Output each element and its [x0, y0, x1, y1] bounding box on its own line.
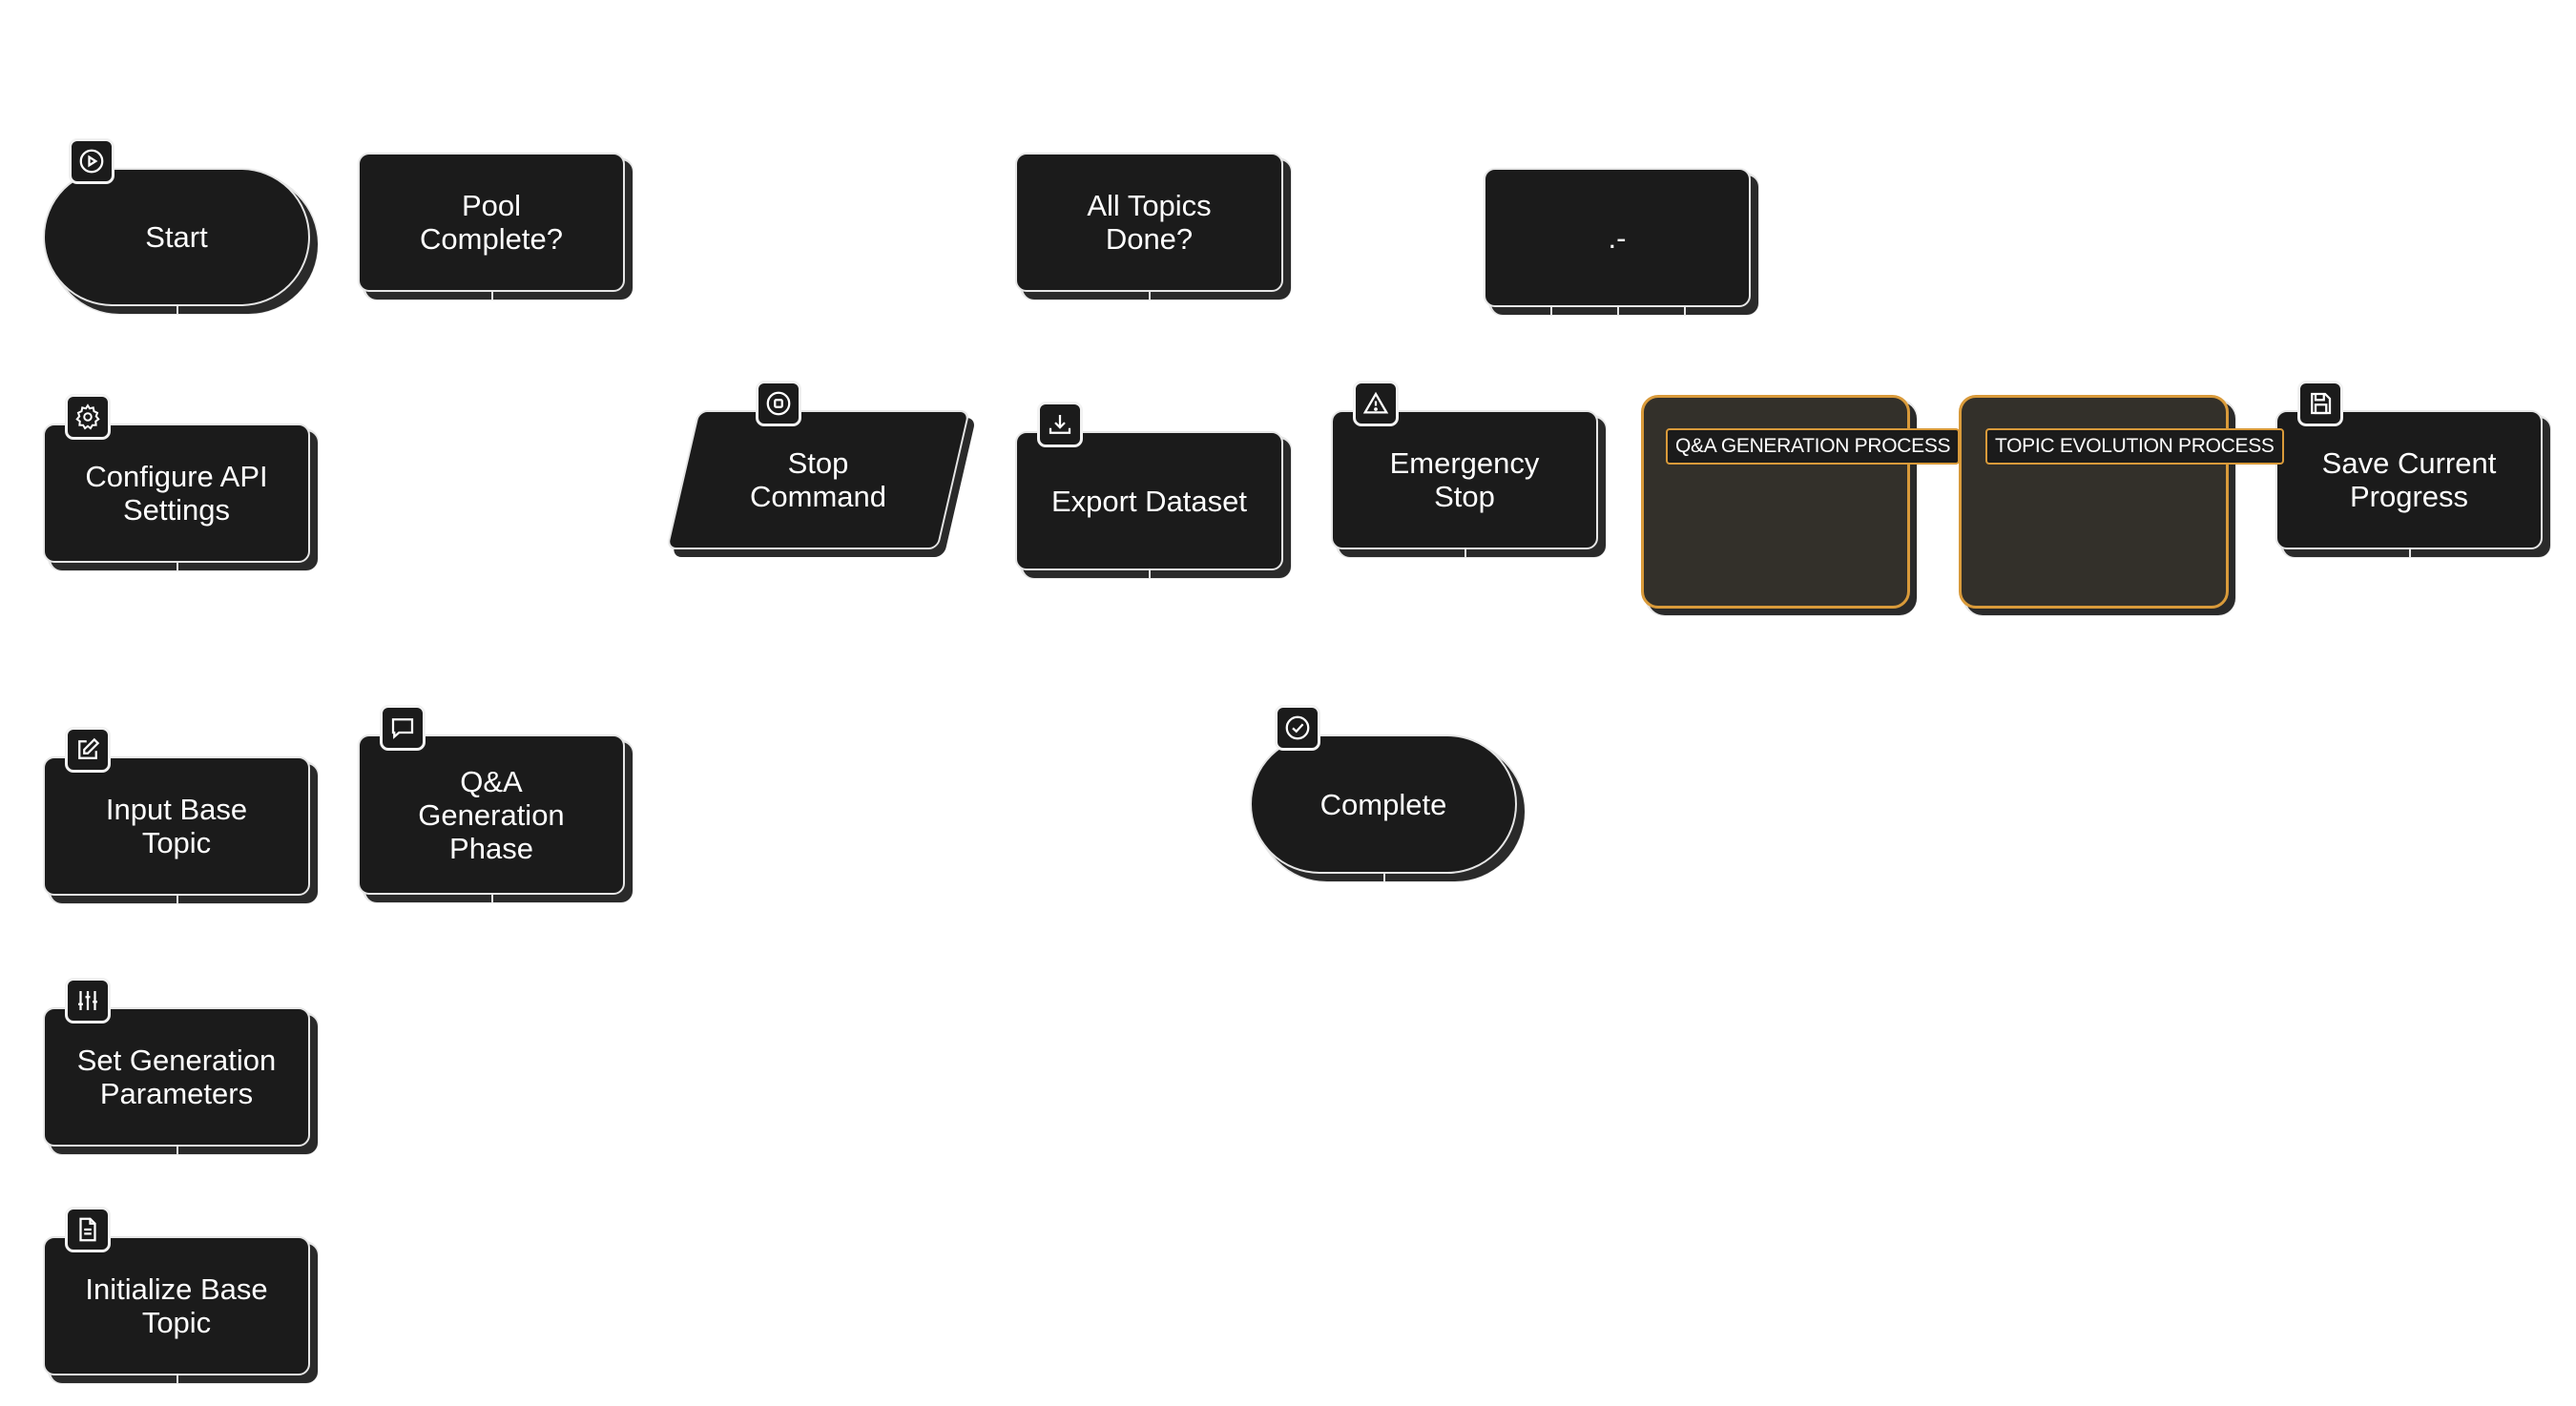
message-icon	[380, 705, 426, 751]
node-emergency-stop[interactable]: Emergency Stop	[1331, 410, 1598, 557]
warning-icon	[1353, 381, 1399, 426]
play-icon	[69, 138, 114, 184]
node-qa-generation-phase[interactable]: Q&A Generation Phase	[358, 734, 625, 902]
node-set-generation-parameters-label: Set Generation Parameters	[76, 1044, 277, 1110]
sliders-icon	[65, 978, 111, 1023]
node-export-dataset-label: Export Dataset	[1050, 484, 1248, 518]
document-icon	[65, 1207, 111, 1252]
gear-icon	[65, 394, 111, 440]
node-all-topics-done[interactable]: All Topics Done?	[1015, 153, 1283, 300]
node-stop-command-label: Stop Command	[750, 446, 886, 513]
node-pool-complete[interactable]: Pool Complete?	[358, 153, 625, 300]
group-label-qa-generation-process: Q&A GENERATION PROCESS	[1666, 428, 1961, 465]
node-qa-generation-phase-label: Q&A Generation Phase	[418, 764, 565, 865]
node-input-base-topic-label: Input Base Topic	[105, 793, 248, 859]
node-initialize-base-topic-label: Initialize Base Topic	[85, 1272, 268, 1339]
edit-icon	[65, 727, 111, 773]
node-complete[interactable]: Complete	[1250, 734, 1517, 881]
group-label-topic-evolution-process: TOPIC EVOLUTION PROCESS	[1985, 428, 2284, 465]
node-all-topics-done-label: All Topics Done?	[1087, 189, 1212, 256]
node-complete-label: Complete	[1319, 787, 1447, 821]
node-emergency-stop-label: Emergency Stop	[1389, 446, 1540, 513]
node-start[interactable]: Start	[43, 168, 310, 314]
node-dash[interactable]: .-	[1484, 168, 1751, 315]
node-dash-label: .-	[1608, 220, 1627, 255]
node-set-generation-parameters[interactable]: Set Generation Parameters	[43, 1007, 310, 1154]
node-pool-complete-label: Pool Complete?	[420, 189, 563, 256]
save-icon	[2297, 381, 2343, 426]
check-circle-icon	[1275, 705, 1320, 751]
node-configure-api[interactable]: Configure API Settings	[43, 424, 310, 570]
group-qa-generation-process[interactable]	[1641, 395, 1910, 609]
node-input-base-topic[interactable]: Input Base Topic	[43, 756, 310, 903]
node-save-progress[interactable]: Save Current Progress	[2275, 410, 2543, 557]
node-stop-command[interactable]: Stop Command	[666, 410, 970, 549]
stop-icon	[756, 381, 801, 426]
download-icon	[1037, 402, 1083, 447]
node-initialize-base-topic[interactable]: Initialize Base Topic	[43, 1236, 310, 1383]
node-start-label: Start	[145, 220, 208, 254]
node-save-progress-label: Save Current Progress	[2321, 446, 2497, 513]
node-export-dataset[interactable]: Export Dataset	[1015, 431, 1283, 578]
node-configure-api-label: Configure API Settings	[85, 460, 268, 527]
group-topic-evolution-process[interactable]	[1959, 395, 2229, 609]
